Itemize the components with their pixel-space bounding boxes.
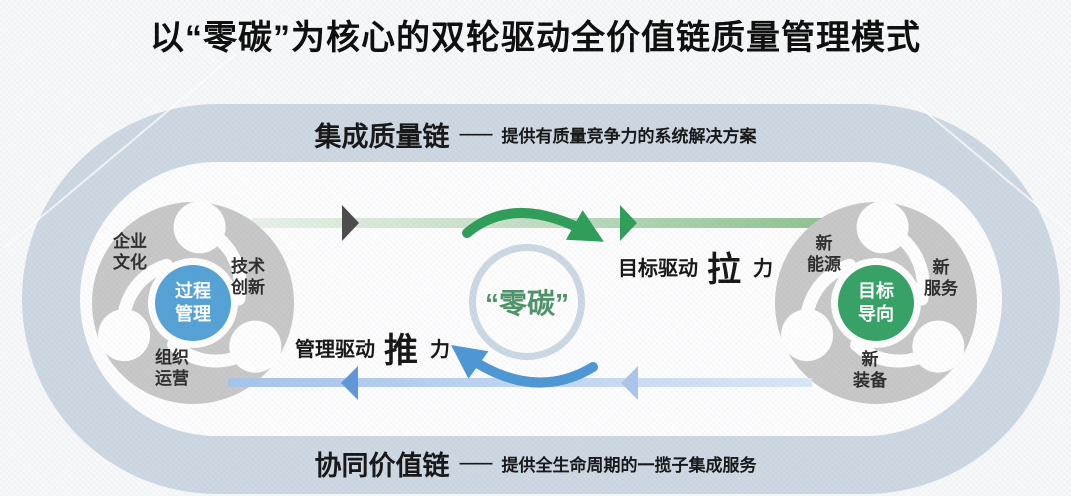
wheel-notch [173,202,226,254]
circulation-arrows [451,208,604,388]
zero-carbon-label: “零碳” [484,288,569,319]
page-title: 以“零碳”为核心的双轮驱动全价值链质量管理模式 [150,19,921,57]
left-arrowhead-blue-icon [341,366,358,400]
left-pinwheel [92,202,294,404]
pull-force-label: 目标驱动 拉 力 [618,250,773,289]
blue-cycle-arrow-icon [451,344,598,388]
new-energy-label: 新 能源 [807,234,841,274]
chain-description: 提供全生命周期的一揽子集成服务 [501,455,757,475]
wheel-notch [98,309,151,362]
wheel-notch [781,309,834,362]
right-pinwheel [775,202,977,404]
new-equipment-label: 新 装备 [853,350,887,390]
goal-orientation-label: 目标 导向 [858,281,894,324]
tech-innovation-label: 技术 创新 [231,257,265,297]
corporate-culture-label: 企业 文化 [113,232,147,272]
dash-separator: —— [459,453,493,472]
dash-separator: —— [459,124,493,143]
goal-orientation-core [838,265,914,341]
wheel-notch [229,320,282,373]
organization-operation-label: 组织 运营 [155,348,189,388]
process-management-label: 过程 管理 [175,281,211,324]
integrated-quality-chain-label: 集成质量链 —— 提供有质量竞争力的系统解决方案 [0,114,1071,154]
chain-description: 提供有质量竞争力的系统解决方案 [501,126,757,146]
right-arrowhead-green-icon [620,205,637,241]
push-force-label: 管理驱动 推 力 [295,331,450,370]
collaborative-value-chain-label: 协同价值链 —— 提供全生命周期的一揽子集成服务 [0,443,1071,483]
right-arrowhead-dark-icon [342,205,359,241]
new-service-label: 新 服务 [924,258,958,298]
wheel-notch [912,320,965,373]
process-management-core [155,265,231,341]
wheel-notch [856,202,909,254]
chain-name: 集成质量链 [314,121,450,152]
zero-carbon-hub: “零碳” [469,244,585,360]
green-cycle-arrow-icon [462,208,604,242]
left-arrowhead-light-blue-icon [621,366,638,400]
chain-name: 协同价值链 [314,450,450,481]
